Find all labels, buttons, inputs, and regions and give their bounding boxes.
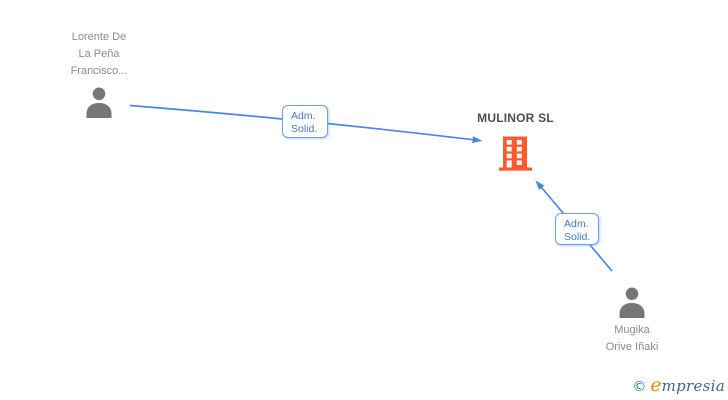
person-name-line: Mugika (614, 324, 650, 336)
person-name-line: La Peña (78, 48, 120, 60)
empresia-initial: e (650, 374, 662, 396)
node-person-mugika[interactable]: Mugika Orive Iñaki (572, 286, 692, 356)
person-name-mugika: Mugika Orive Iñaki (606, 322, 659, 356)
node-person-lorente[interactable]: Lorente De La Peña Francisco... (38, 29, 160, 118)
edge-label-line: Solid. (564, 231, 591, 243)
edge-label-adm-solid-1[interactable]: Adm. Solid. (282, 105, 328, 138)
copyright-icon: © (632, 379, 647, 395)
empresia-wordmark: empresia (650, 374, 725, 396)
person-name-line: Orive Iñaki (605, 341, 659, 353)
node-company-mulinor[interactable]: MULINOR SL (453, 111, 578, 171)
empresia-logo[interactable]: © empresia (632, 374, 725, 396)
person-name-lorente: Lorente De La Peña Francisco... (71, 29, 128, 80)
edge-label-line: Adm. (291, 110, 316, 122)
empresia-rest: mpresia (661, 377, 725, 395)
person-icon (619, 287, 645, 318)
person-icon (86, 87, 112, 118)
edge-label-line: Adm. (564, 218, 589, 230)
building-icon (499, 136, 532, 171)
company-name: MULINOR SL (477, 111, 554, 125)
edge-label-adm-solid-2[interactable]: Adm. Solid. (555, 213, 599, 245)
person-name-line: Lorente De (71, 31, 127, 43)
person-name-line: Francisco... (70, 65, 128, 77)
edge-label-line: Solid. (291, 123, 318, 135)
